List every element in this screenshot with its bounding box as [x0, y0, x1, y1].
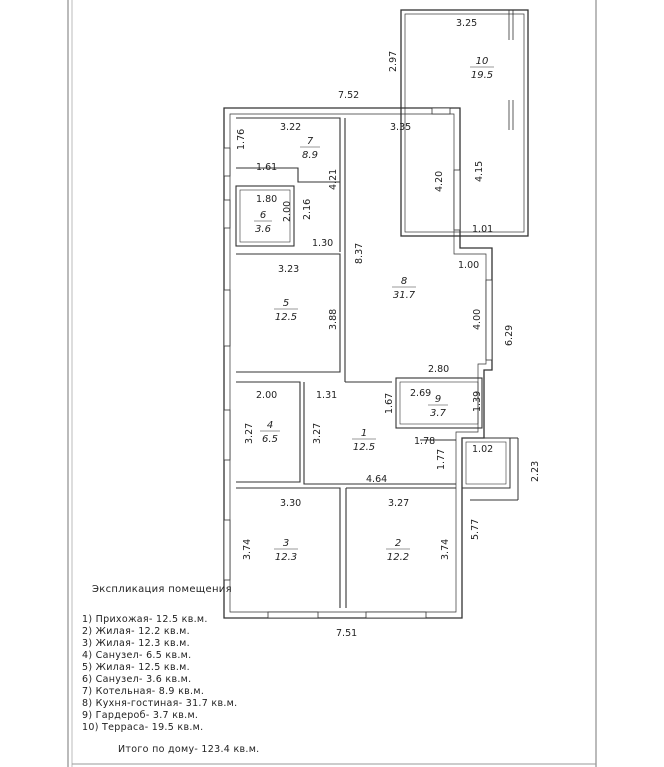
legend-item: 7) Котельная- 8.9 кв.м.	[82, 686, 205, 697]
room-1-label: 1 12.5	[352, 428, 376, 453]
dim-room2-top: 3.27	[388, 498, 409, 509]
legend-item: 2) Жилая- 12.2 кв.м.	[82, 626, 190, 637]
room-labels: 10 19.5 7 8.9 6 3.6 8 31.7 5 12.5 9 3.7	[254, 56, 494, 563]
dim-room3-left: 3.74	[242, 539, 253, 560]
dim-kitchen-top: 3.35	[390, 122, 411, 133]
dim-bath6-outer: 2.16	[302, 199, 313, 220]
terrace	[400, 9, 529, 237]
legend-title: Экспликация помещения	[92, 584, 232, 595]
svg-text:5: 5	[283, 298, 289, 309]
legend-item: 3) Жилая- 12.3 кв.м.	[82, 638, 190, 649]
windows	[223, 107, 493, 619]
svg-text:6: 6	[260, 210, 266, 221]
svg-text:3.6: 3.6	[255, 224, 271, 235]
interior-walls	[235, 117, 483, 608]
svg-text:12.5: 12.5	[353, 442, 375, 453]
room-2-label: 2 12.2	[386, 538, 410, 563]
dim-boiler-top: 3.22	[280, 122, 301, 133]
dim-bath4-top: 2.00	[256, 390, 277, 401]
dim-bath4-left: 3.27	[244, 423, 255, 444]
dim-room3-top: 3.30	[280, 498, 301, 509]
dim-wardrobe-top: 2.69	[410, 388, 431, 399]
svg-text:4: 4	[267, 420, 273, 431]
dim-hall-bottom: 4.64	[366, 474, 387, 485]
legend-item: 6) Санузел- 3.6 кв.м.	[82, 674, 192, 685]
dim-boiler-right: 4.21	[328, 169, 339, 190]
svg-text:8: 8	[401, 276, 407, 287]
dim-kitchen-left: 8.37	[354, 243, 365, 264]
dim-house-right: 6.29	[504, 325, 515, 346]
legend-total: Итого по дому- 123.4 кв.м.	[118, 744, 260, 755]
dim-terrace-top: 3.25	[456, 18, 477, 29]
legend-item: 9) Гардероб- 3.7 кв.м.	[82, 710, 199, 721]
house-walls	[223, 107, 493, 619]
svg-text:2: 2	[395, 538, 401, 549]
dim-room5-right: 3.88	[328, 309, 339, 330]
dimension-labels: 3.25 2.97 7.52 3.22 1.76 1.61 4.21 3.35 …	[236, 18, 541, 639]
room-4-label: 4 6.5	[260, 420, 280, 445]
legend-item: 1) Прихожая- 12.5 кв.м.	[82, 614, 208, 625]
svg-text:1: 1	[361, 428, 367, 439]
room-3-label: 3 12.3	[274, 538, 298, 563]
dim-room2-right: 3.74	[440, 539, 451, 560]
dim-hall-right: 1.77	[436, 449, 447, 470]
svg-text:7: 7	[307, 136, 314, 147]
svg-text:12.3: 12.3	[275, 552, 297, 563]
room-6-label: 6 3.6	[254, 210, 272, 235]
dim-room5-top: 3.23	[278, 264, 299, 275]
legend-item: 8) Кухня-гостиная- 31.7 кв.м.	[82, 698, 238, 709]
legend-item: 5) Жилая- 12.5 кв.м.	[82, 662, 190, 673]
room-8-label: 8 31.7	[392, 276, 416, 301]
dim-house-bottom: 7.51	[336, 628, 357, 639]
dim-wardrobe-top-line: 2.80	[428, 364, 449, 375]
svg-text:12.2: 12.2	[387, 552, 409, 563]
dim-house-top: 7.52	[338, 90, 359, 101]
dim-bath4-right: 3.27	[312, 423, 323, 444]
dim-bath6-top: 1.80	[256, 194, 277, 205]
dim-terrace-left: 2.97	[388, 51, 399, 72]
dim-porch-right: 2.23	[530, 461, 541, 482]
dim-bath6-bottom: 1.30	[312, 238, 333, 249]
room-9-label: 9 3.7	[428, 394, 448, 419]
dim-bath6-right: 2.00	[282, 201, 293, 222]
room-7-label: 7 8.9	[300, 136, 320, 161]
dim-hall-step: 1.78	[414, 436, 435, 447]
svg-text:6.5: 6.5	[262, 434, 278, 445]
room-5-label: 5 12.5	[274, 298, 298, 323]
dim-terrace-right: 4.15	[474, 161, 485, 182]
dim-terrace-bottom: 1.01	[472, 224, 493, 235]
dim-wardrobe-left: 1.67	[384, 393, 395, 414]
room-10-label: 10 19.5	[470, 56, 494, 81]
legend-item: 10) Терраса- 19.5 кв.м.	[82, 722, 204, 733]
dim-porch-top: 1.02	[472, 444, 493, 455]
svg-text:31.7: 31.7	[393, 290, 416, 301]
svg-text:9: 9	[435, 394, 441, 405]
porch	[461, 437, 519, 501]
legend-list: 1) Прихожая- 12.5 кв.м. 2) Жилая- 12.2 к…	[82, 614, 237, 734]
dim-hall-top: 1.31	[316, 390, 337, 401]
dim-boiler-inner: 1.61	[256, 162, 277, 173]
svg-text:8.9: 8.9	[302, 150, 318, 161]
svg-text:19.5: 19.5	[471, 70, 493, 81]
svg-text:10: 10	[476, 56, 489, 67]
dim-kitchen-right-a: 4.20	[434, 171, 445, 192]
svg-text:3.7: 3.7	[430, 408, 447, 419]
legend-item: 4) Санузел- 6.5 кв.м.	[82, 650, 192, 661]
dim-bottom-right: 5.77	[470, 519, 481, 540]
dim-kitchen-step: 1.00	[458, 260, 479, 271]
svg-text:3: 3	[283, 538, 289, 549]
svg-text:12.5: 12.5	[275, 312, 297, 323]
dim-boiler-left: 1.76	[236, 129, 247, 150]
dim-kitchen-right-b: 4.00	[472, 309, 483, 330]
dim-wardrobe-right: 1.39	[472, 391, 483, 412]
